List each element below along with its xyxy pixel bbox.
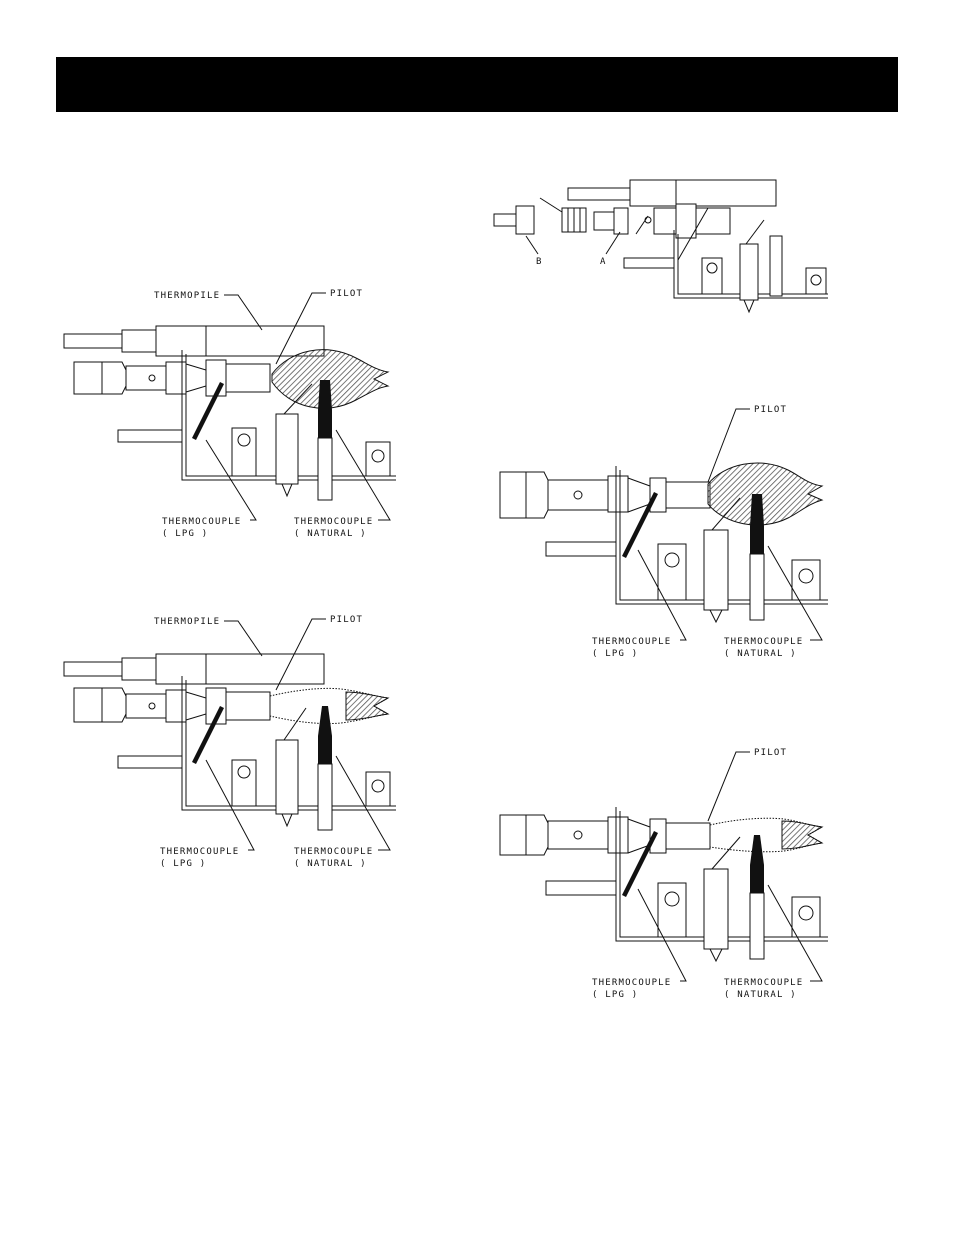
thermocouple-natural-sub-label: ( NATURAL ) [724,990,797,1000]
thermocouple-natural-label: THERMOCOUPLE [724,978,803,988]
ferrule-spring [562,208,586,232]
header-bar [56,57,898,112]
thermocouple-natural-probe [750,494,764,554]
pilot-label: PILOT [754,748,787,758]
thermocouple-natural-label: THERMOCOUPLE [724,637,803,647]
thermocouple-lpg-sub-label: ( LPG ) [592,990,638,1000]
thermocouple-lpg-label: THERMOCOUPLE [592,978,671,988]
pilot-label: PILOT [330,289,363,299]
electrode [704,530,728,610]
pilot-exploded-diagram: B A [488,172,838,327]
thermopile-assembly [64,326,324,356]
pilot-diagram-small-flame: PILOT THERMOCOUPLE ( LPG ) THERMOCOUPLE … [488,745,838,1015]
electrode [276,740,298,814]
electrode [704,869,728,949]
pilot-assembly [74,360,270,396]
thermocouple-natural-sub-label: ( NATURAL ) [294,859,367,869]
thermocouple-lpg-label: THERMOCOUPLE [160,847,239,857]
thermopile-assembly [64,654,324,684]
thermocouple-lpg-label: THERMOCOUPLE [162,517,241,527]
thermocouple-natural-probe [750,835,764,893]
label-a: A [600,257,607,267]
thermopile-label: THERMOPILE [154,617,220,627]
thermocouple-natural-sub-label: ( NATURAL ) [294,529,367,539]
thermocouple-natural-sub-label: ( NATURAL ) [724,649,797,659]
label-b: B [536,257,543,267]
thermocouple-lpg-sub-label: ( LPG ) [160,859,206,869]
thermocouple-natural-probe [318,380,332,438]
pilot-diagram-large-flame: PILOT THERMOCOUPLE ( LPG ) THERMOCOUPLE … [488,400,838,670]
thermocouple-natural-probe [318,706,332,764]
thermopile-label: THERMOPILE [154,291,220,301]
flame [346,692,388,720]
fitting-a [594,208,651,234]
thermocouple-natural-label: THERMOCOUPLE [294,847,373,857]
pilot-label: PILOT [754,405,787,415]
pilot-assembly [74,688,270,724]
electrode [276,414,298,484]
pilot-assembly [500,815,710,855]
thermocouple-natural-label: THERMOCOUPLE [294,517,373,527]
thermocouple-lpg-label: THERMOCOUPLE [592,637,671,647]
flame [782,821,822,849]
fitting-b [494,206,534,234]
pilot-diagram-large-flame-thermopile: THERMOPILE PILOT THERMOCOUPLE ( LPG ) TH… [56,280,406,550]
pilot-label: PILOT [330,615,363,625]
thermopile-assembly [568,180,776,206]
pilot-body [654,204,730,238]
pilot-diagram-small-flame-thermopile: THERMOPILE PILOT THERMOCOUPLE ( LPG ) TH… [56,610,406,880]
pilot-assembly [500,472,710,518]
thermocouple-lpg-sub-label: ( LPG ) [592,649,638,659]
thermocouple-lpg-sub-label: ( LPG ) [162,529,208,539]
